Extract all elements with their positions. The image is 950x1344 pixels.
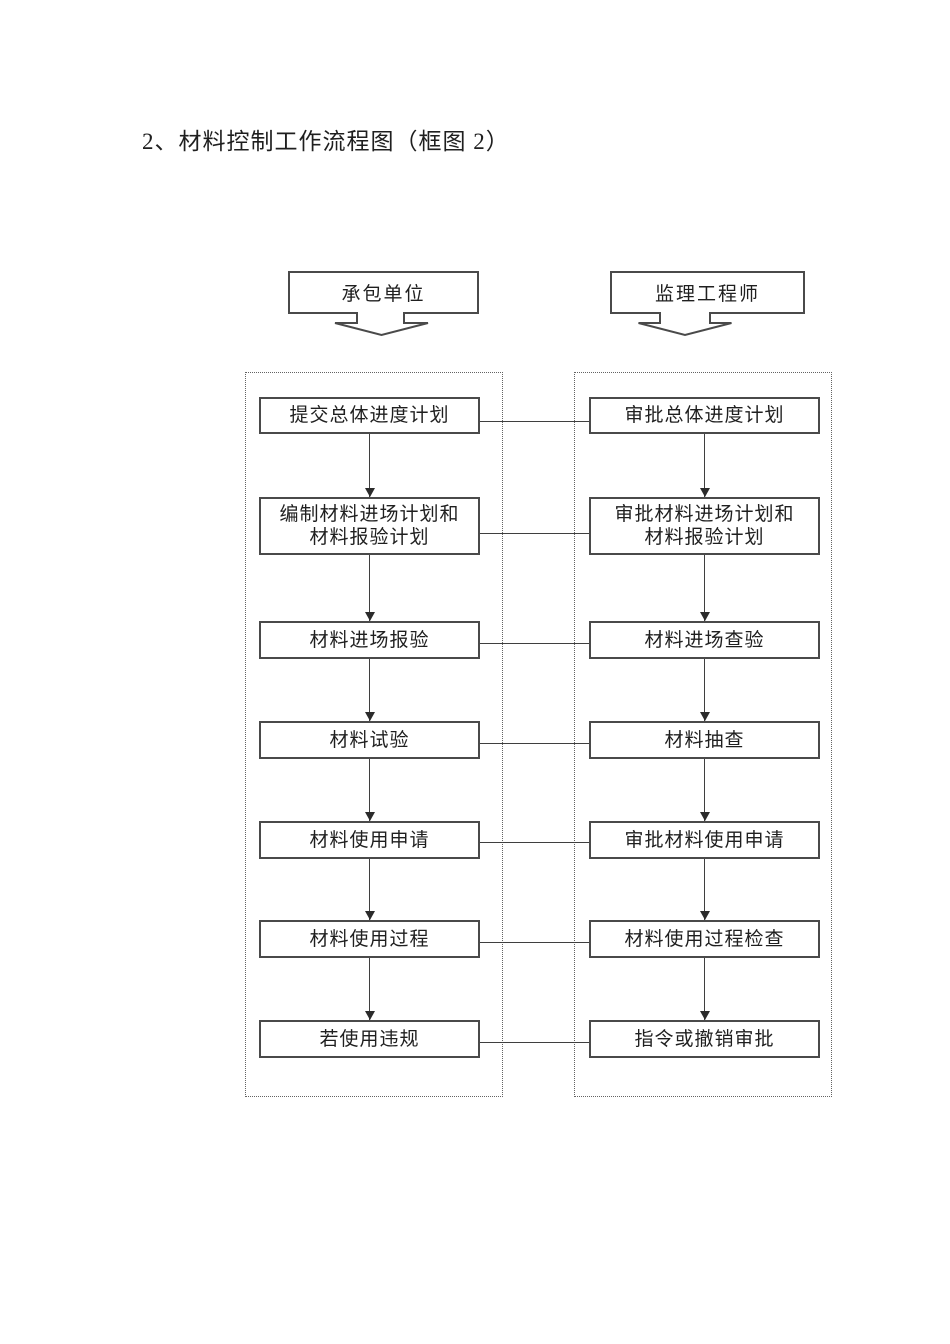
pair-connector-line — [480, 942, 589, 943]
down-arrow-icon — [700, 434, 710, 497]
down-arrow-icon — [365, 434, 375, 497]
down-arrow-icon — [365, 958, 375, 1020]
down-arrow-icon — [700, 659, 710, 721]
flow-step-left-1: 提交总体进度计划 — [259, 397, 480, 434]
flow-step-left-3: 材料进场报验 — [259, 621, 480, 659]
header-contractor-label: 承包单位 — [341, 283, 426, 305]
flow-step-left-6: 材料使用过程 — [259, 920, 480, 958]
pair-connector-line — [480, 842, 589, 843]
flow-step-left-5: 材料使用申请 — [259, 821, 480, 859]
down-arrow-icon — [700, 859, 710, 920]
down-arrow-icon — [700, 759, 710, 821]
down-arrow-icon — [700, 555, 710, 621]
pair-connector-line — [480, 643, 589, 644]
pair-connector-line — [480, 743, 589, 744]
pair-connector-line — [480, 1042, 589, 1043]
down-arrow-icon — [365, 659, 375, 721]
down-arrow-icon — [700, 958, 710, 1020]
flow-step-left-4: 材料试验 — [259, 721, 480, 759]
down-arrow-icon — [365, 555, 375, 621]
flow-step-right-2: 审批材料进场计划和 材料报验计划 — [589, 497, 820, 555]
supervisor-lane — [574, 372, 832, 1097]
flow-step-right-6: 材料使用过程检查 — [589, 920, 820, 958]
flow-step-right-1: 审批总体进度计划 — [589, 397, 820, 434]
down-arrow-callout-icon — [610, 271, 805, 337]
header-supervisor-label: 监理工程师 — [654, 283, 760, 305]
page-title: 2、材料控制工作流程图（框图 2） — [142, 129, 510, 154]
down-arrow-icon — [365, 759, 375, 821]
header-contractor: 承包单位 — [288, 271, 479, 337]
down-arrow-callout-icon — [288, 271, 479, 337]
down-arrow-icon — [365, 859, 375, 920]
flow-step-right-7: 指令或撤销审批 — [589, 1020, 820, 1058]
header-supervisor: 监理工程师 — [610, 271, 805, 337]
flow-step-right-5: 审批材料使用申请 — [589, 821, 820, 859]
contractor-lane — [245, 372, 503, 1097]
flow-step-left-2: 编制材料进场计划和 材料报验计划 — [259, 497, 480, 555]
pair-connector-line — [480, 533, 589, 534]
flow-step-right-3: 材料进场查验 — [589, 621, 820, 659]
flow-step-right-4: 材料抽查 — [589, 721, 820, 759]
flow-step-left-7: 若使用违规 — [259, 1020, 480, 1058]
pair-connector-line — [480, 421, 589, 422]
